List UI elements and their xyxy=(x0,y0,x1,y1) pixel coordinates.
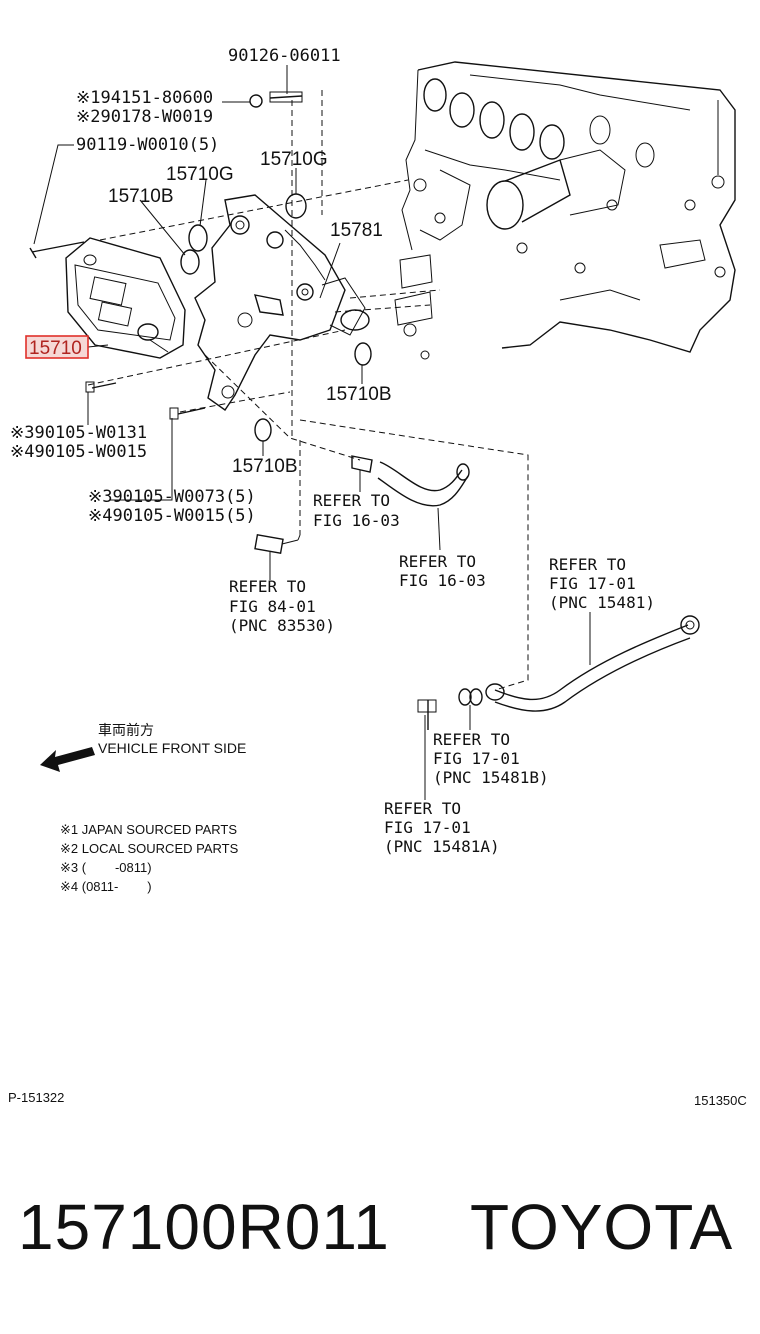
note-2: ※2 LOCAL SOURCED PARTS xyxy=(60,841,239,856)
ref2-line1: REFER TO xyxy=(399,552,476,571)
ref4-line3: (PNC 83530) xyxy=(229,616,335,635)
diagram-code-right: 151350C xyxy=(694,1093,747,1108)
ref1-line2: FIG 16-03 xyxy=(313,511,400,530)
arrow-left-icon xyxy=(40,747,95,772)
label-90126: 90126-06011 xyxy=(228,46,341,66)
label-90105-w0015-b: ※490105-W0015(5) xyxy=(88,506,256,526)
ref3-line3: (PNC 15481) xyxy=(549,593,655,612)
source-notes: ※1 JAPAN SOURCED PARTS ※2 LOCAL SOURCED … xyxy=(60,822,239,894)
hoses xyxy=(254,455,700,712)
label-15710b-upper: 15710B xyxy=(108,186,174,207)
ref4-line2: FIG 84-01 xyxy=(229,597,316,616)
ref6-line1: REFER TO xyxy=(384,799,461,818)
label-15710b-right: 15710B xyxy=(326,384,392,405)
ref6-line2: FIG 17-01 xyxy=(384,818,471,837)
ref6-line3: (PNC 15481A) xyxy=(384,837,500,856)
label-15710b-lower: 15710B xyxy=(232,456,298,477)
direction-label-en: VEHICLE FRONT SIDE xyxy=(98,740,246,756)
label-90105-w0015-a: ※490105-W0015 xyxy=(10,442,147,462)
ref3-line1: REFER TO xyxy=(549,555,626,574)
vehicle-front-indicator: 車両前方 VEHICLE FRONT SIDE xyxy=(40,722,246,772)
ref2-line2: FIG 16-03 xyxy=(399,571,486,590)
label-90105-w0073: ※390105-W0073(5) xyxy=(88,487,256,507)
pump-housing-drawing xyxy=(194,194,370,411)
diagram-code-left: P-151322 xyxy=(8,1090,64,1105)
label-15710g-left: 15710G xyxy=(166,164,234,185)
label-15710-highlighted: 15710 xyxy=(29,338,82,359)
direction-label-jp: 車両前方 xyxy=(98,722,154,738)
label-94151: ※194151-80600 xyxy=(76,88,213,108)
label-15710g-right: 15710G xyxy=(260,149,328,170)
footer-part-number: 157100R011 xyxy=(18,1191,390,1263)
ref5-line3: (PNC 15481B) xyxy=(433,768,549,787)
label-90178: ※290178-W0019 xyxy=(76,107,213,127)
bolts xyxy=(29,91,437,730)
reference-callouts: REFER TO FIG 16-03 REFER TO FIG 16-03 RE… xyxy=(229,491,655,856)
ref5-line2: FIG 17-01 xyxy=(433,749,520,768)
ref1-line1: REFER TO xyxy=(313,491,390,510)
ref4-line1: REFER TO xyxy=(229,577,306,596)
part-number-labels: 90126-06011 ※194151-80600 ※290178-W0019 … xyxy=(10,46,392,526)
highlight-box-15710 xyxy=(25,335,89,359)
engine-block-drawing xyxy=(394,61,736,360)
footer-brand: TOYOTA xyxy=(470,1191,734,1263)
label-15781: 15781 xyxy=(330,220,383,241)
note-3: ※3 ( -0811) xyxy=(60,860,152,875)
label-90119: 90119-W0010(5) xyxy=(76,135,219,155)
ref5-line1: REFER TO xyxy=(433,730,510,749)
label-90105-w0131: ※390105-W0131 xyxy=(10,423,147,443)
note-4: ※4 (0811- ) xyxy=(60,879,152,894)
oil-cooler-drawing xyxy=(65,237,186,359)
note-1: ※1 JAPAN SOURCED PARTS xyxy=(60,822,237,837)
ref3-line2: FIG 17-01 xyxy=(549,574,636,593)
leader-lines xyxy=(33,65,591,800)
